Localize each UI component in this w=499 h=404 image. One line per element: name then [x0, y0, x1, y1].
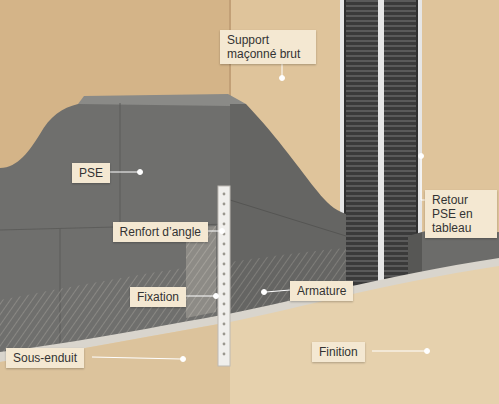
- part-label: Armature: [290, 281, 353, 301]
- part-label: Fixation: [130, 287, 186, 307]
- part-label: Sous-enduit: [6, 348, 84, 368]
- part-label: Support maçonné brut: [220, 30, 316, 64]
- part-label: Renfort d’angle: [113, 222, 208, 242]
- part-label: PSE: [72, 163, 110, 183]
- part-label: Finition: [312, 342, 365, 362]
- part-label: Retour PSE en tableau: [425, 190, 497, 238]
